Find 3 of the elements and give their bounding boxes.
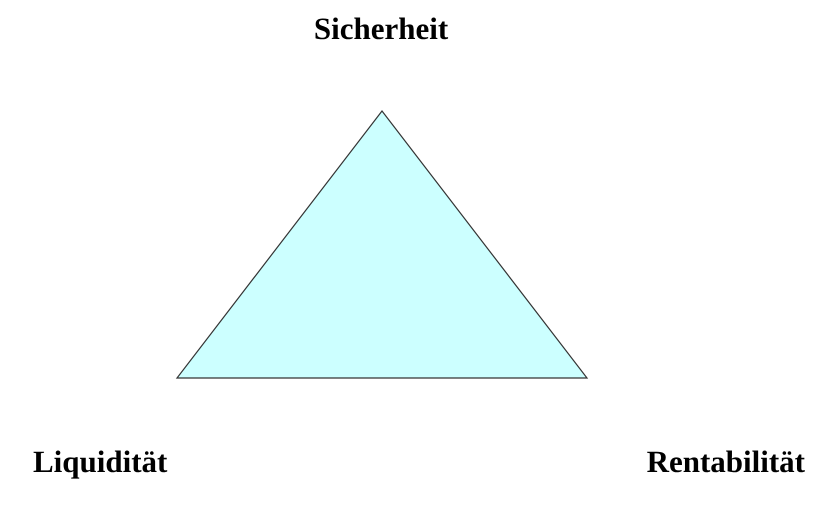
corner-label: Rentabilität	[646, 445, 805, 480]
corner-label: Sicherheit	[314, 12, 448, 46]
corner-label: Liquidität	[33, 445, 168, 480]
